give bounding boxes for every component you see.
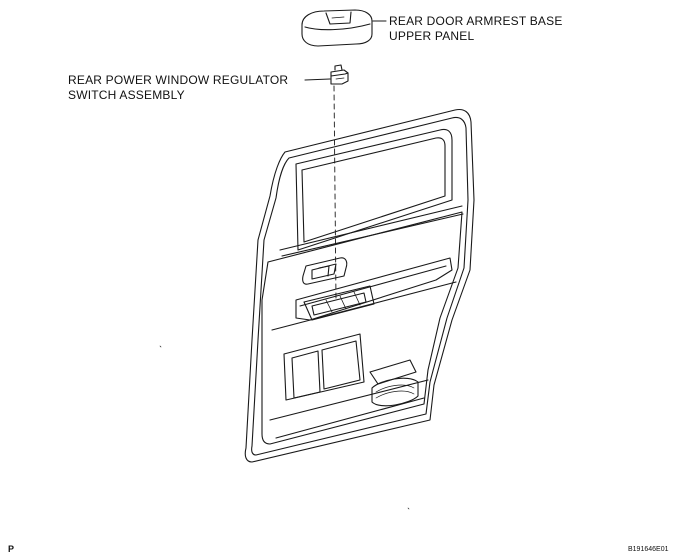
window-switch-label-line1: REAR POWER WINDOW REGULATOR [68, 73, 289, 87]
figure-code: B191646E01 [628, 546, 669, 553]
armrest-panel-label: REAR DOOR ARMREST BASE UPPER PANEL [389, 14, 563, 44]
door-pocket [283, 333, 365, 401]
door-outline [244, 108, 475, 463]
armrest-upper-panel-part [301, 9, 373, 47]
switch-leader-line [304, 78, 331, 81]
view-letter: P [8, 544, 15, 554]
inside-handle [302, 257, 348, 285]
window-switch-part [330, 64, 349, 85]
install-guide-line [333, 85, 337, 301]
door-trim-panel [261, 211, 463, 445]
window-switch-label: REAR POWER WINDOW REGULATOR SWITCH ASSEM… [68, 73, 288, 103]
armrest [295, 257, 453, 321]
armrest-panel-label-line2: UPPER PANEL [389, 29, 475, 43]
window-switch-label-line2: SWITCH ASSEMBLY [68, 88, 185, 102]
switch-recess [303, 285, 375, 321]
speaker-grille [371, 377, 419, 407]
armrest-panel-label-line1: REAR DOOR ARMREST BASE [389, 14, 563, 28]
